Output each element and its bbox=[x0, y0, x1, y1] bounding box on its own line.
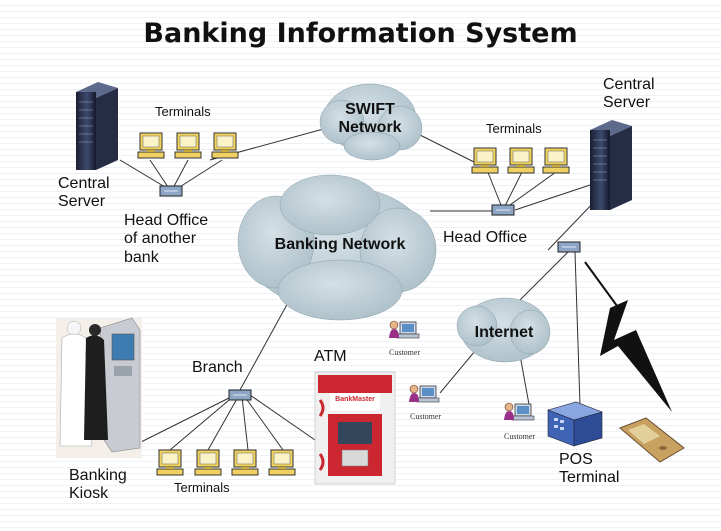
hub-branch-icon bbox=[228, 389, 252, 401]
terminal-icon bbox=[542, 147, 570, 174]
swift-label-line1: SWIFT bbox=[345, 101, 395, 118]
hub-head-office-icon bbox=[491, 204, 515, 216]
page-title: Banking Information System bbox=[143, 18, 578, 49]
terminal-icon bbox=[194, 449, 222, 476]
central-server-right-label: Central Server bbox=[603, 76, 655, 113]
banking-kiosk-line2: Kiosk bbox=[69, 485, 109, 503]
central-server-left-line1: Central bbox=[58, 175, 110, 192]
terminal-icon bbox=[137, 132, 165, 159]
pos-terminal-label: POS Terminal bbox=[559, 451, 619, 488]
customer-icon bbox=[388, 320, 420, 339]
swift-label-line2: Network bbox=[338, 119, 402, 137]
banking-network-label: Banking Network bbox=[274, 236, 406, 253]
central-server-right-line2: Server bbox=[603, 94, 651, 112]
terminal-icon bbox=[174, 132, 202, 159]
customer-label: Customer bbox=[410, 412, 442, 421]
terminal-icon bbox=[268, 449, 296, 476]
hub-head-office-other-icon bbox=[159, 185, 183, 197]
central-server-left-label: Central Server bbox=[58, 175, 110, 212]
banking-network-cloud bbox=[237, 174, 437, 321]
customer-label: Customer bbox=[389, 348, 421, 357]
internet-cloud bbox=[456, 297, 551, 363]
terminal-icon bbox=[211, 132, 239, 159]
terminals-bottom-group bbox=[156, 449, 296, 476]
central-server-left-line2: Server bbox=[58, 193, 106, 211]
banking-kiosk-label: Banking Kiosk bbox=[69, 467, 127, 504]
customer-icon bbox=[503, 402, 535, 421]
wireless-signal-icon bbox=[600, 300, 672, 412]
central-server-left-icon bbox=[76, 82, 118, 170]
central-server-right-line1: Central bbox=[603, 76, 655, 93]
atm-label: ATM bbox=[314, 348, 347, 365]
hub-pos-icon bbox=[557, 241, 581, 253]
terminal-icon bbox=[507, 147, 535, 174]
terminal-icon bbox=[231, 449, 259, 476]
atm-brand-text: BankMaster bbox=[335, 396, 375, 403]
atm-image bbox=[314, 371, 396, 485]
mobile-phone-icon bbox=[619, 417, 685, 463]
swift-network-cloud bbox=[319, 83, 423, 161]
customer-label: Customer bbox=[504, 432, 536, 441]
head-office-other-line2: of another bbox=[124, 230, 197, 248]
customer-icon bbox=[408, 384, 440, 403]
terminals-right-group bbox=[471, 147, 570, 174]
connection-lines bbox=[119, 124, 621, 451]
head-office-other-line3: bank bbox=[124, 248, 159, 266]
terminals-left-label: Terminals bbox=[155, 104, 211, 119]
banking-kiosk-image bbox=[56, 317, 142, 458]
terminals-right-label: Terminals bbox=[486, 121, 542, 136]
banking-kiosk-line1: Banking bbox=[69, 467, 127, 484]
terminals-left-group bbox=[137, 132, 239, 159]
pos-terminal-line2: Terminal bbox=[559, 469, 620, 487]
branch-label: Branch bbox=[192, 359, 243, 376]
head-office-other-bank-label: Head Office of another bank bbox=[124, 212, 208, 267]
pos-terminal-icon bbox=[547, 401, 603, 447]
terminal-icon bbox=[156, 449, 184, 476]
pos-terminal-line1: POS bbox=[559, 451, 593, 468]
terminal-icon bbox=[471, 147, 499, 174]
head-office-other-line1: Head Office bbox=[124, 212, 209, 229]
terminals-bottom-label: Terminals bbox=[174, 480, 230, 495]
head-office-label: Head Office bbox=[443, 229, 528, 246]
internet-label: Internet bbox=[474, 324, 534, 341]
swift-network-label: SWIFT Network bbox=[330, 101, 410, 138]
central-server-right-icon bbox=[590, 120, 632, 210]
